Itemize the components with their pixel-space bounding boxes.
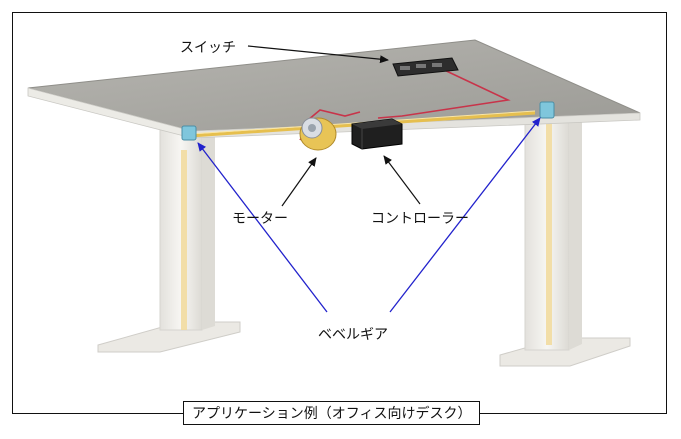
left-leg [97, 123, 241, 353]
pointer-bevel-right [389, 117, 541, 313]
motor [299, 117, 337, 151]
label-switch: スイッチ [180, 40, 236, 56]
right-leg [499, 99, 631, 367]
label-bevel-gear: ベベルギア [318, 327, 388, 343]
controller [351, 118, 403, 150]
bevel-gear-right [539, 101, 555, 119]
pointer-bevel-left [197, 142, 328, 313]
label-controller: コントローラー [371, 211, 469, 227]
figure-caption: アプリケーション例（オフィス向けデスク） [183, 401, 481, 425]
pointer-motor [281, 157, 317, 207]
label-motor: モーター [232, 211, 288, 227]
table-top [27, 39, 641, 139]
pointer-switch [247, 45, 389, 64]
switch [392, 57, 459, 77]
bevel-gear-left [181, 125, 197, 141]
pointer-controller [383, 155, 421, 205]
